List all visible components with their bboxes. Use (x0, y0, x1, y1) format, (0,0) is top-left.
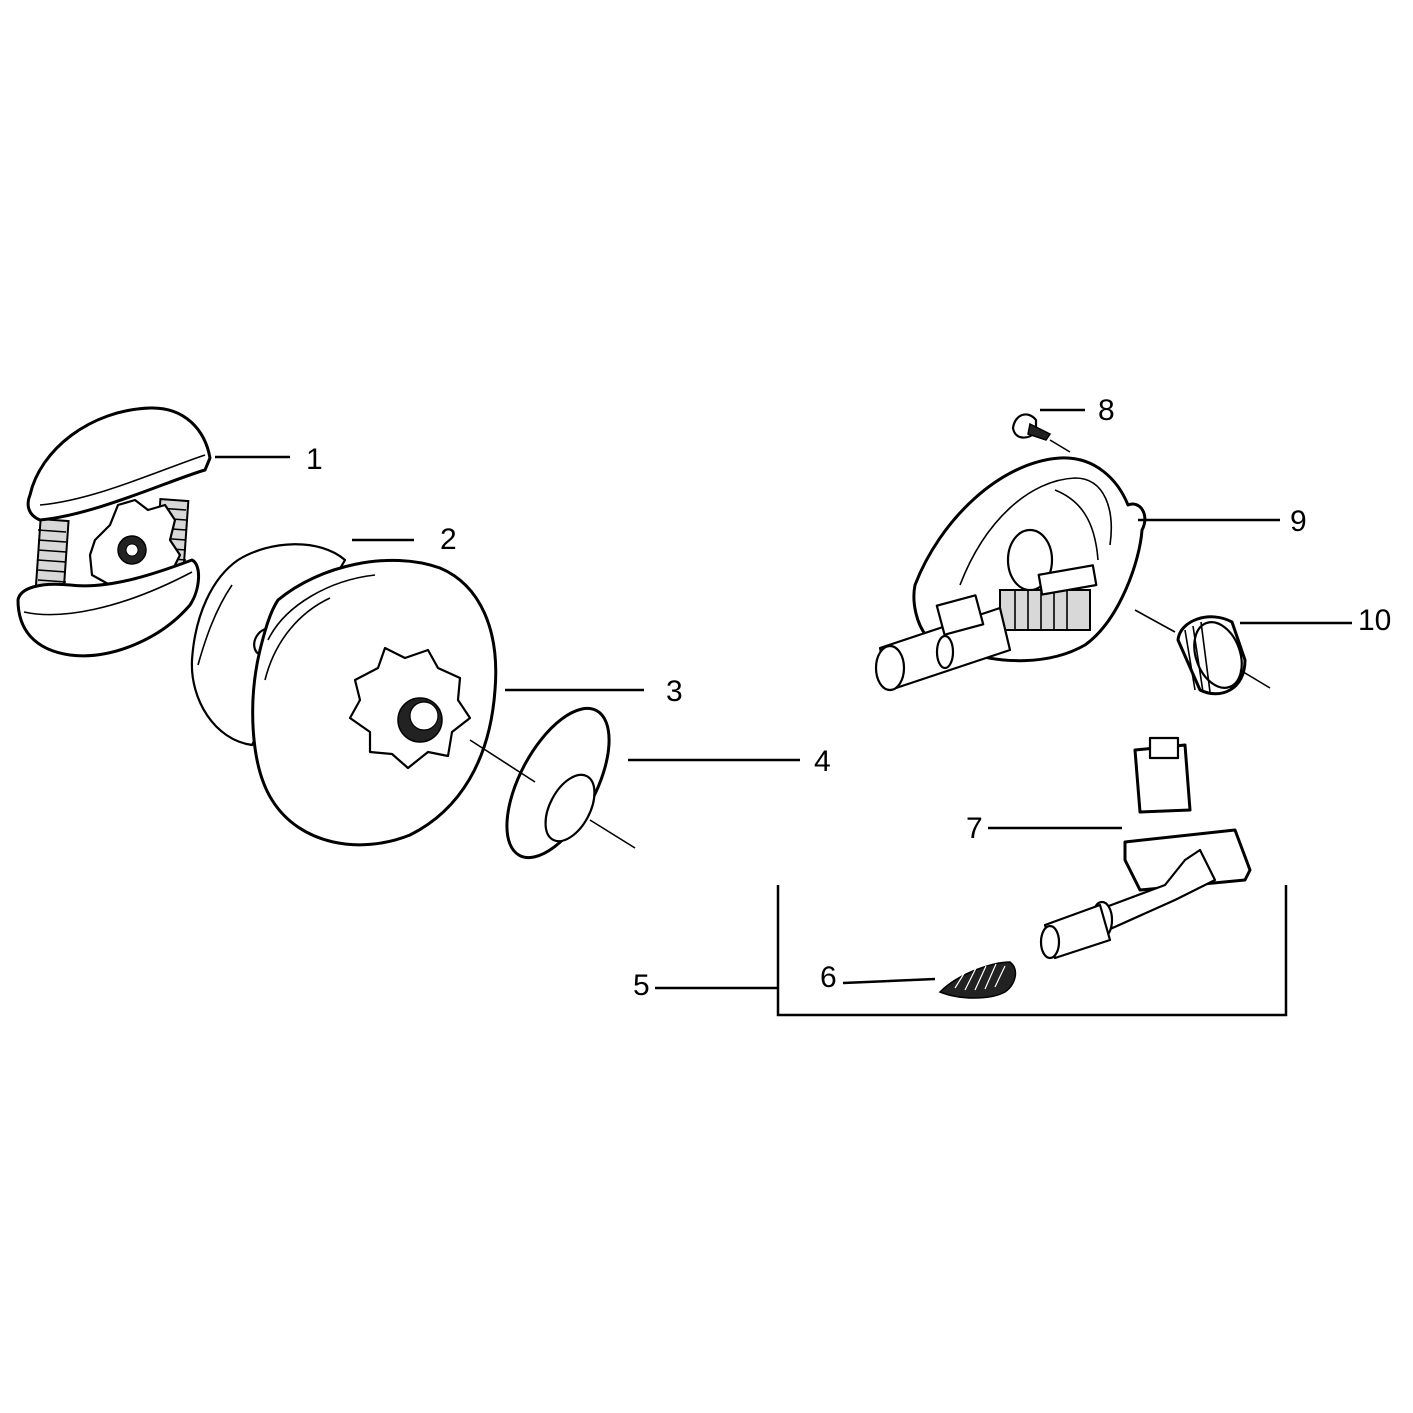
callout-9: 9 (1290, 505, 1307, 538)
part-10-worm-gear (1134, 609, 1271, 696)
callout-10: 10 (1358, 604, 1391, 637)
part-9-oil-pump (874, 456, 1147, 692)
callout-3: 3 (666, 675, 683, 708)
part-8-screw (1011, 413, 1071, 453)
callout-4: 4 (814, 745, 831, 778)
part-7-oil-hose (1039, 736, 1252, 960)
callout-6: 6 (820, 961, 837, 994)
part-6-filter (938, 961, 1017, 999)
callout-labels: 1 2 3 4 5 6 7 8 9 10 (306, 394, 1391, 1002)
leader-lines (215, 408, 1352, 990)
part-3-clutch-drum (251, 558, 498, 847)
callout-1: 1 (306, 443, 323, 476)
group-bracket-5 (776, 885, 1288, 1017)
callout-2: 2 (440, 523, 457, 556)
part-4-washer (505, 706, 611, 860)
callout-5: 5 (633, 969, 650, 1002)
callout-7: 7 (966, 812, 983, 845)
part-1-clutch-assembly (16, 406, 212, 658)
callout-8: 8 (1098, 394, 1115, 427)
